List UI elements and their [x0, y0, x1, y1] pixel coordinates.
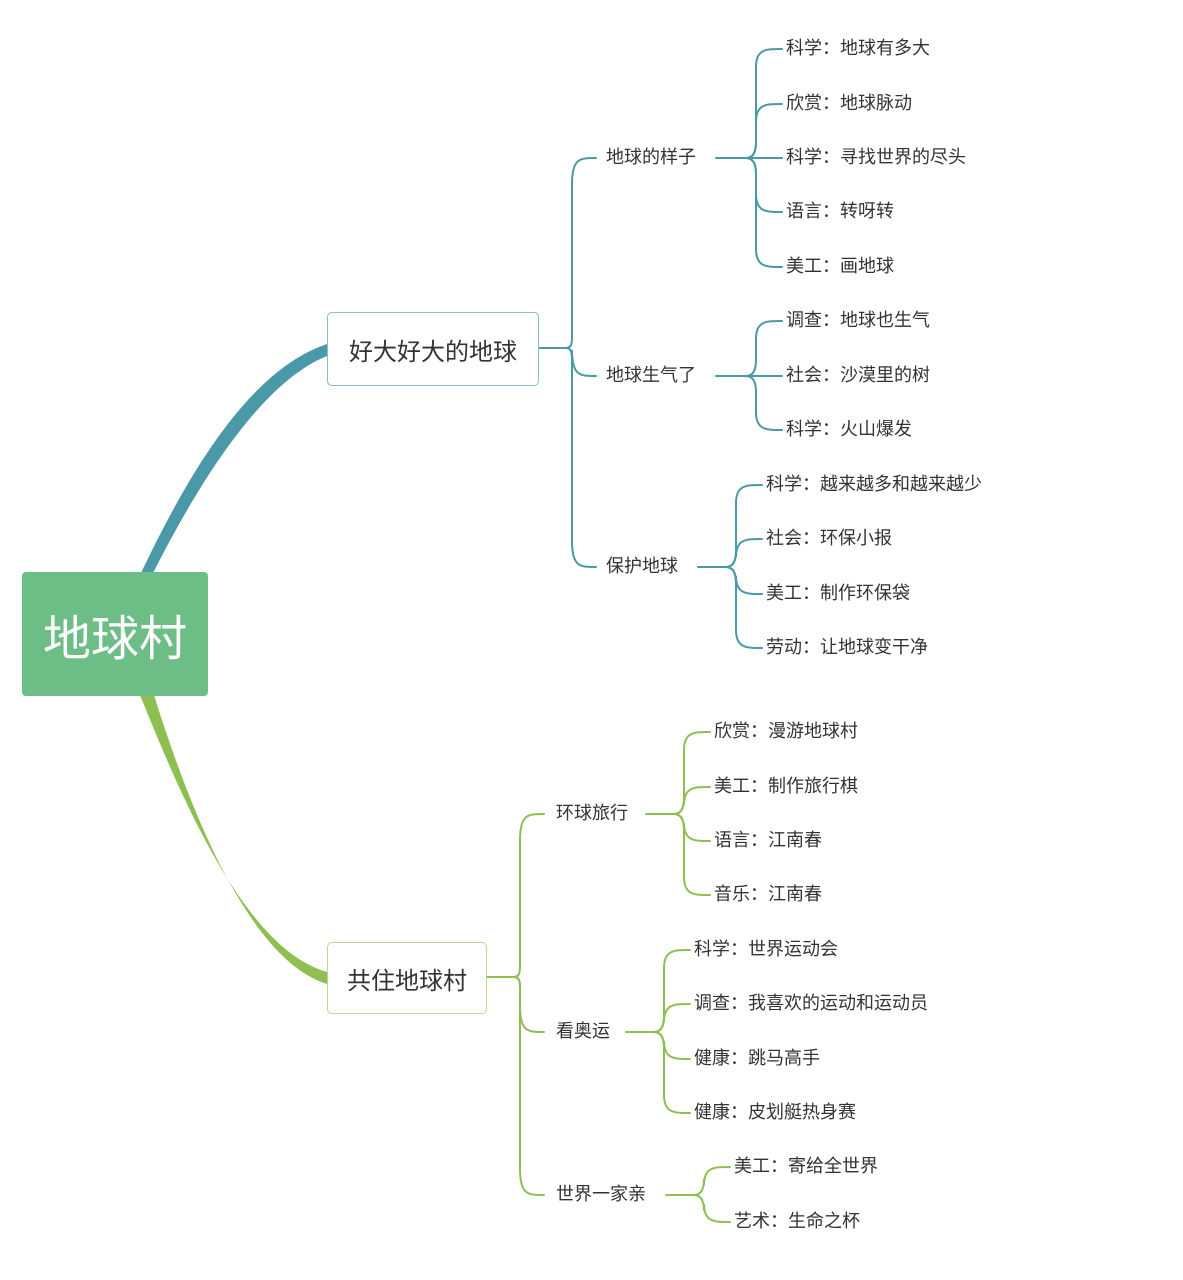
- green-travel-leaf-link: [673, 731, 711, 815]
- leaf-item[interactable]: 调查：地球也生气: [786, 310, 930, 331]
- branch-label: 好大好大的地球: [349, 337, 517, 366]
- leaf-item[interactable]: 美工：画地球: [786, 256, 894, 277]
- leaf-item[interactable]: 科学：地球有多大: [786, 38, 930, 59]
- leaf-item[interactable]: 科学：寻找世界的尽头: [786, 147, 966, 168]
- leaf-item[interactable]: 社会：沙漠里的树: [786, 365, 930, 386]
- green-topic-link: [513, 976, 545, 1196]
- leaf-item[interactable]: 美工：制作环保袋: [766, 583, 910, 604]
- leaf-item[interactable]: 科学：世界运动会: [694, 939, 838, 960]
- root-label: 地球村: [42, 611, 187, 667]
- teal-protect-leaf-link: [725, 566, 763, 595]
- topic-earth-angry[interactable]: 地球生气了: [606, 365, 696, 386]
- teal-shape-leaf-link: [745, 157, 783, 213]
- leaf-item[interactable]: 语言：江南春: [714, 830, 822, 851]
- leaf-item[interactable]: 欣赏：地球脉动: [786, 93, 912, 114]
- green-travel-leaf-link: [673, 813, 711, 896]
- topic-olympics[interactable]: 看奥运: [556, 1021, 610, 1042]
- green-topic-link: [513, 976, 545, 1033]
- root-connector-green: [140, 695, 327, 984]
- leaf-item[interactable]: 音乐：江南春: [714, 884, 822, 905]
- topic-world-travel[interactable]: 环球旅行: [556, 803, 628, 824]
- topic-world-family[interactable]: 世界一家亲: [556, 1184, 646, 1205]
- teal-protect-leaf-link: [725, 484, 763, 568]
- teal-shape-leaf-link: [745, 103, 783, 159]
- teal-shape-leaf-link: [745, 157, 783, 268]
- leaf-item[interactable]: 劳动：让地球变干净: [766, 637, 928, 658]
- leaf-item[interactable]: 健康：皮划艇热身赛: [694, 1102, 856, 1123]
- leaf-item[interactable]: 健康：跳马高手: [694, 1048, 820, 1069]
- green-olympics-leaf-link: [653, 1003, 691, 1033]
- teal-angry-leaf-link: [745, 320, 783, 377]
- green-olympics-leaf-link: [653, 1031, 691, 1114]
- root-connector-teal: [140, 344, 327, 575]
- leaf-item[interactable]: 科学：越来越多和越来越少: [766, 474, 982, 495]
- teal-protect-leaf-link: [725, 566, 763, 649]
- green-family-leaf-link: [693, 1194, 731, 1223]
- green-family-leaf-link: [693, 1166, 731, 1196]
- leaf-item[interactable]: 语言：转呀转: [786, 201, 894, 222]
- topic-protect-earth[interactable]: 保护地球: [606, 556, 678, 577]
- leaf-item[interactable]: 美工：寄给全世界: [734, 1156, 878, 1177]
- leaf-item[interactable]: 艺术：生命之杯: [734, 1211, 860, 1232]
- leaf-item[interactable]: 欣赏：漫游地球村: [714, 721, 858, 742]
- topic-earth-shape[interactable]: 地球的样子: [606, 147, 696, 168]
- leaf-item[interactable]: 调查：我喜欢的运动和运动员: [694, 993, 928, 1014]
- branch-node-earth[interactable]: 好大好大的地球: [327, 312, 539, 386]
- root-node[interactable]: 地球村: [22, 572, 208, 696]
- green-travel-leaf-link: [673, 786, 711, 815]
- leaf-item[interactable]: 社会：环保小报: [766, 528, 892, 549]
- branch-label: 共住地球村: [347, 966, 467, 995]
- teal-topic-link: [565, 157, 597, 349]
- leaf-item[interactable]: 科学：火山爆发: [786, 419, 912, 440]
- green-olympics-leaf-link: [653, 949, 691, 1033]
- branch-node-village[interactable]: 共住地球村: [327, 942, 487, 1014]
- teal-angry-leaf-link: [745, 375, 783, 431]
- green-travel-leaf-link: [673, 813, 711, 842]
- teal-protect-leaf-link: [725, 538, 763, 568]
- teal-topic-link: [565, 347, 597, 568]
- green-topic-link: [513, 813, 545, 978]
- green-olympics-leaf-link: [653, 1031, 691, 1060]
- leaf-item[interactable]: 美工：制作旅行棋: [714, 776, 858, 797]
